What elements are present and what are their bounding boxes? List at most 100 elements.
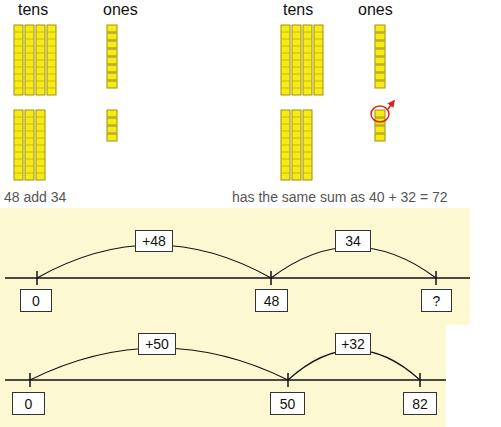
rod-segment [292, 159, 301, 160]
rod-segment [303, 173, 312, 174]
rod-segment [314, 39, 323, 40]
ten-rod [292, 110, 301, 180]
rod-segment [281, 159, 290, 160]
ten-rod [281, 110, 290, 180]
rod-segment [303, 81, 312, 82]
rod-segment [25, 67, 34, 68]
one-cube [375, 134, 385, 141]
column-heading: ones [103, 1, 138, 19]
rod-segment [25, 60, 34, 61]
rod-segment [292, 152, 301, 153]
one-cube [107, 49, 117, 56]
rod-segment [36, 124, 45, 125]
ten-rod [25, 110, 34, 180]
rod-segment [281, 131, 290, 132]
rod-body [14, 110, 23, 180]
rod-segment [47, 39, 56, 40]
rod-body [14, 25, 23, 95]
rod-segment [281, 53, 290, 54]
rod-segment [303, 159, 312, 160]
value-text: 0 [25, 396, 33, 412]
tick-marks [30, 271, 436, 387]
rod-segment [14, 138, 23, 139]
rod-segment [292, 81, 301, 82]
rod-segment [14, 152, 23, 153]
highlight-circle [371, 106, 389, 122]
rod-segment [25, 53, 34, 54]
rod-segment [25, 159, 34, 160]
rod-segment [281, 74, 290, 75]
rod-segment [303, 88, 312, 89]
rod-segment [314, 67, 323, 68]
one-cube [107, 57, 117, 64]
rod-segment [25, 88, 34, 89]
rod-segment [36, 173, 45, 174]
rod-segment [36, 39, 45, 40]
rod-segment [281, 152, 290, 153]
one-cube [375, 49, 385, 56]
value-text: 0 [32, 293, 40, 309]
rod-segment [303, 32, 312, 33]
rod-segment [281, 117, 290, 118]
value-box: 0 [20, 289, 52, 312]
rod-segment [303, 138, 312, 139]
rod-segment [36, 131, 45, 132]
rod-segment [14, 117, 23, 118]
rod-segment [14, 131, 23, 132]
rod-segment [14, 88, 23, 89]
rod-segment [14, 67, 23, 68]
rod-segment [14, 46, 23, 47]
rod-segment [303, 46, 312, 47]
rod-segment [303, 152, 312, 153]
one-cube [107, 73, 117, 80]
rod-segment [36, 152, 45, 153]
ten-rod [303, 110, 312, 180]
rod-segment [292, 39, 301, 40]
column-heading: tens [18, 1, 48, 19]
ten-rod [25, 25, 34, 95]
rod-segment [14, 74, 23, 75]
rod-segment [314, 74, 323, 75]
ten-rod [14, 110, 23, 180]
rod-segment [292, 138, 301, 139]
rod-segment [47, 74, 56, 75]
rod-segment [36, 74, 45, 75]
rod-segment [303, 39, 312, 40]
rod-segment [303, 131, 312, 132]
rod-body [25, 110, 34, 180]
one-cube [107, 118, 117, 125]
ten-rod [281, 25, 290, 95]
jump-arcs [30, 245, 436, 380]
rod-segment [47, 60, 56, 61]
rod-body [36, 25, 45, 95]
rod-body [47, 25, 56, 95]
rod-segment [14, 124, 23, 125]
value-text: 48 [264, 293, 280, 309]
rod-segment [281, 81, 290, 82]
rod-segment [292, 32, 301, 33]
rod-segment [14, 173, 23, 174]
base-ten-blocks [14, 25, 385, 180]
rod-segment [281, 39, 290, 40]
rod-segment [14, 81, 23, 82]
rod-body [303, 25, 312, 95]
rod-segment [303, 124, 312, 125]
rod-segment [281, 145, 290, 146]
rod-segment [47, 32, 56, 33]
rod-segment [25, 152, 34, 153]
one-cube [375, 33, 385, 40]
one-cube [375, 126, 385, 133]
one-cube [107, 41, 117, 48]
rod-segment [281, 32, 290, 33]
rod-segment [47, 67, 56, 68]
value-text: 50 [280, 396, 296, 412]
rod-segment [25, 74, 34, 75]
rod-segment [25, 46, 34, 47]
rod-segment [292, 46, 301, 47]
rod-body [292, 110, 301, 180]
value-box: ? [421, 289, 452, 312]
value-text: +48 [142, 233, 166, 249]
rod-segment [25, 145, 34, 146]
rod-segment [292, 67, 301, 68]
rod-segment [303, 60, 312, 61]
